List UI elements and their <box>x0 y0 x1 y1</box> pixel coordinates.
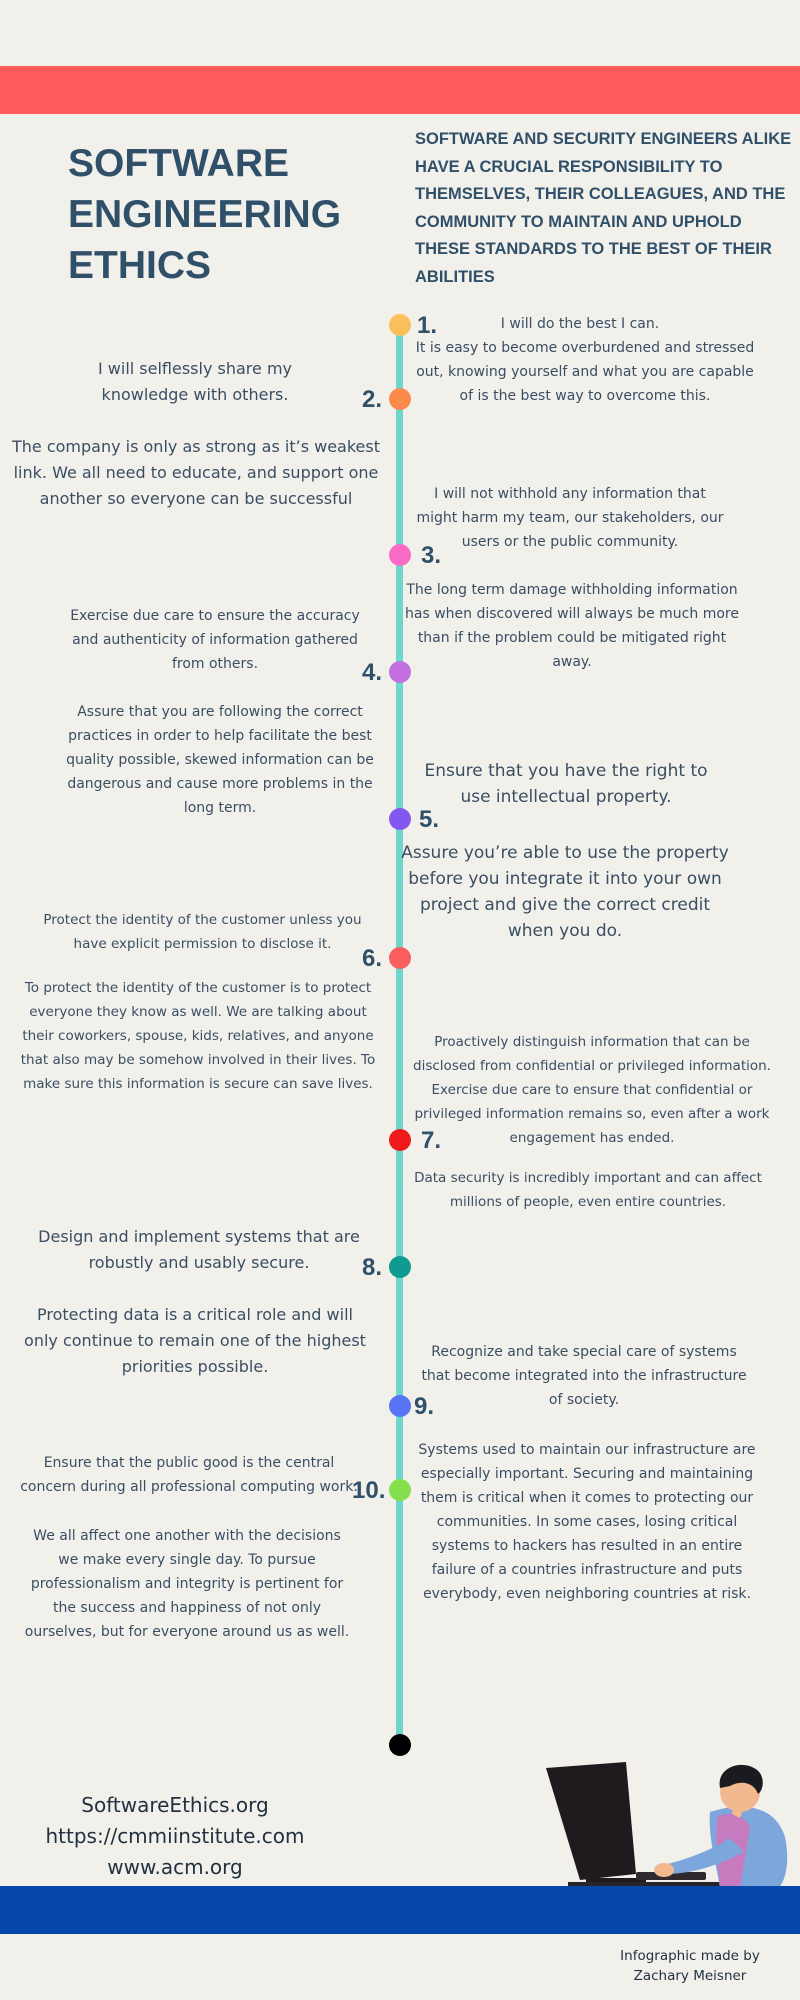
reference-links: SoftwareEthics.org https://cmmiinstitute… <box>30 1790 320 1883</box>
explanation-9: Systems used to maintain our infrastruct… <box>418 1442 756 1602</box>
timeline-dot-2 <box>389 388 411 410</box>
explanation-10: We all affect one another with the decis… <box>24 1528 350 1640</box>
explanation-2: The company is only as strong as it’s we… <box>11 437 381 508</box>
timeline-dot-5 <box>389 808 411 830</box>
item-number-9: 9. <box>414 1393 435 1420</box>
principle-4: Exercise due care to ensure the accuracy… <box>70 608 360 672</box>
explanation-7: Data security is incredibly important an… <box>414 1170 762 1210</box>
principle-2: I will selflessly share my knowledge wit… <box>97 359 293 404</box>
timeline-dot-7 <box>389 1129 411 1151</box>
explanation-3: The long term damage withholding informa… <box>405 582 739 670</box>
credit-line-1: Infographic made by <box>620 1948 760 1964</box>
person-hand <box>654 1863 674 1877</box>
timeline-dot-1 <box>389 314 411 336</box>
link-softwareethics[interactable]: SoftwareEthics.org <box>81 1793 269 1817</box>
person-at-computer-icon <box>546 1762 788 1888</box>
principle-1: I will do the best I can. <box>500 316 660 332</box>
explanation-6: To protect the identity of the customer … <box>20 980 376 1092</box>
timeline-dot-3 <box>389 544 411 566</box>
explanation-1: It is easy to become overburdened and st… <box>415 340 755 404</box>
principle-9: Recognize and take special care of syste… <box>421 1344 747 1408</box>
intro-text: SOFTWARE AND SECURITY ENGINEERS ALIKE HA… <box>415 130 792 286</box>
item-number-1: 1. <box>417 312 438 339</box>
explanation-4: Assure that you are following the correc… <box>66 704 374 816</box>
item-number-6: 6. <box>362 945 383 972</box>
principle-8: Design and implement systems that are ro… <box>38 1227 360 1272</box>
person-hair <box>719 1764 763 1794</box>
top-banner <box>0 66 800 114</box>
keyboard <box>636 1872 706 1880</box>
item-number-4: 4. <box>362 659 383 686</box>
timeline-line <box>396 324 403 1746</box>
principle-3: I will not withhold any information that… <box>416 486 724 550</box>
link-acm[interactable]: www.acm.org <box>107 1855 243 1879</box>
item-number-8: 8. <box>362 1254 383 1281</box>
timeline-dot-8 <box>389 1256 411 1278</box>
item-number-3: 3. <box>421 542 442 569</box>
bottom-banner <box>0 1886 800 1934</box>
monitor-shape <box>546 1762 636 1880</box>
credit: Infographic made by Zachary Meisner <box>600 1946 780 1986</box>
item-number-10: 10. <box>352 1477 386 1504</box>
desk <box>568 1882 768 1888</box>
principle-6: Protect the identity of the customer unl… <box>43 912 362 952</box>
timeline-dot-4 <box>389 661 411 683</box>
timeline-dot-6 <box>389 947 411 969</box>
item-number-2: 2. <box>362 386 383 413</box>
credit-line-2: Zachary Meisner <box>633 1968 747 1984</box>
person-neck <box>732 1806 744 1818</box>
timeline-dot-10 <box>389 1479 411 1501</box>
timeline-dot-9 <box>389 1395 411 1417</box>
link-cmmiinstitute[interactable]: https://cmmiinstitute.com <box>45 1824 305 1848</box>
person-arm <box>666 1838 744 1874</box>
page-title: SOFTWARE ENGINEERING ETHICS <box>68 142 342 287</box>
explanation-8: Protecting data is a critical role and w… <box>24 1305 366 1376</box>
timeline-end-dot <box>389 1734 411 1756</box>
principle-10: Ensure that the public good is the centr… <box>20 1455 358 1495</box>
item-number-7: 7. <box>421 1127 442 1154</box>
principle-7: Proactively distinguish information that… <box>413 1034 771 1146</box>
explanation-5: Assure you’re able to use the property b… <box>401 843 729 941</box>
item-number-5: 5. <box>419 806 440 833</box>
principle-5: Ensure that you have the right to use in… <box>424 761 708 807</box>
